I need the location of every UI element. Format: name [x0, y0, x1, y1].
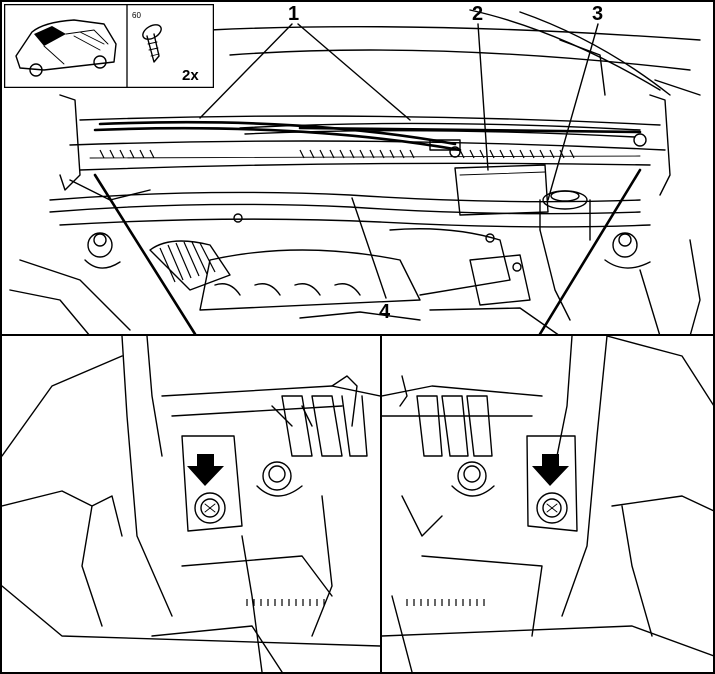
panel-divider: [0, 334, 715, 336]
callout-label-3: 3: [592, 3, 603, 25]
detail-view-left: [2, 336, 380, 672]
callout-label-4: 4: [379, 301, 391, 323]
reservoir-cap: [539, 190, 591, 241]
callout-label-1: 1: [288, 3, 299, 25]
detail-divider: [380, 336, 382, 674]
wiper-arms: [93, 120, 647, 158]
detail-leaders: [93, 168, 642, 336]
cover-box: [454, 164, 549, 216]
engine-bay-overview: 1 2 3 4: [9, 3, 701, 336]
right-strut-mount: [604, 94, 701, 336]
detail-view-right: [382, 336, 714, 672]
inset-box: 60 2x: [4, 4, 214, 88]
car-location-icon: [15, 19, 117, 77]
hood-outline: [209, 9, 701, 96]
engine-block: [149, 213, 571, 336]
callout-leaders: [199, 23, 599, 299]
callout-label-2: 2: [472, 3, 483, 25]
screw-quantity: 2x: [182, 67, 199, 84]
scuttle-panel: [69, 115, 666, 171]
inset-small-label: 60: [132, 11, 141, 20]
screw-icon: [142, 24, 162, 63]
left-strut-mount: [9, 94, 151, 336]
seal-strip: [49, 191, 651, 228]
